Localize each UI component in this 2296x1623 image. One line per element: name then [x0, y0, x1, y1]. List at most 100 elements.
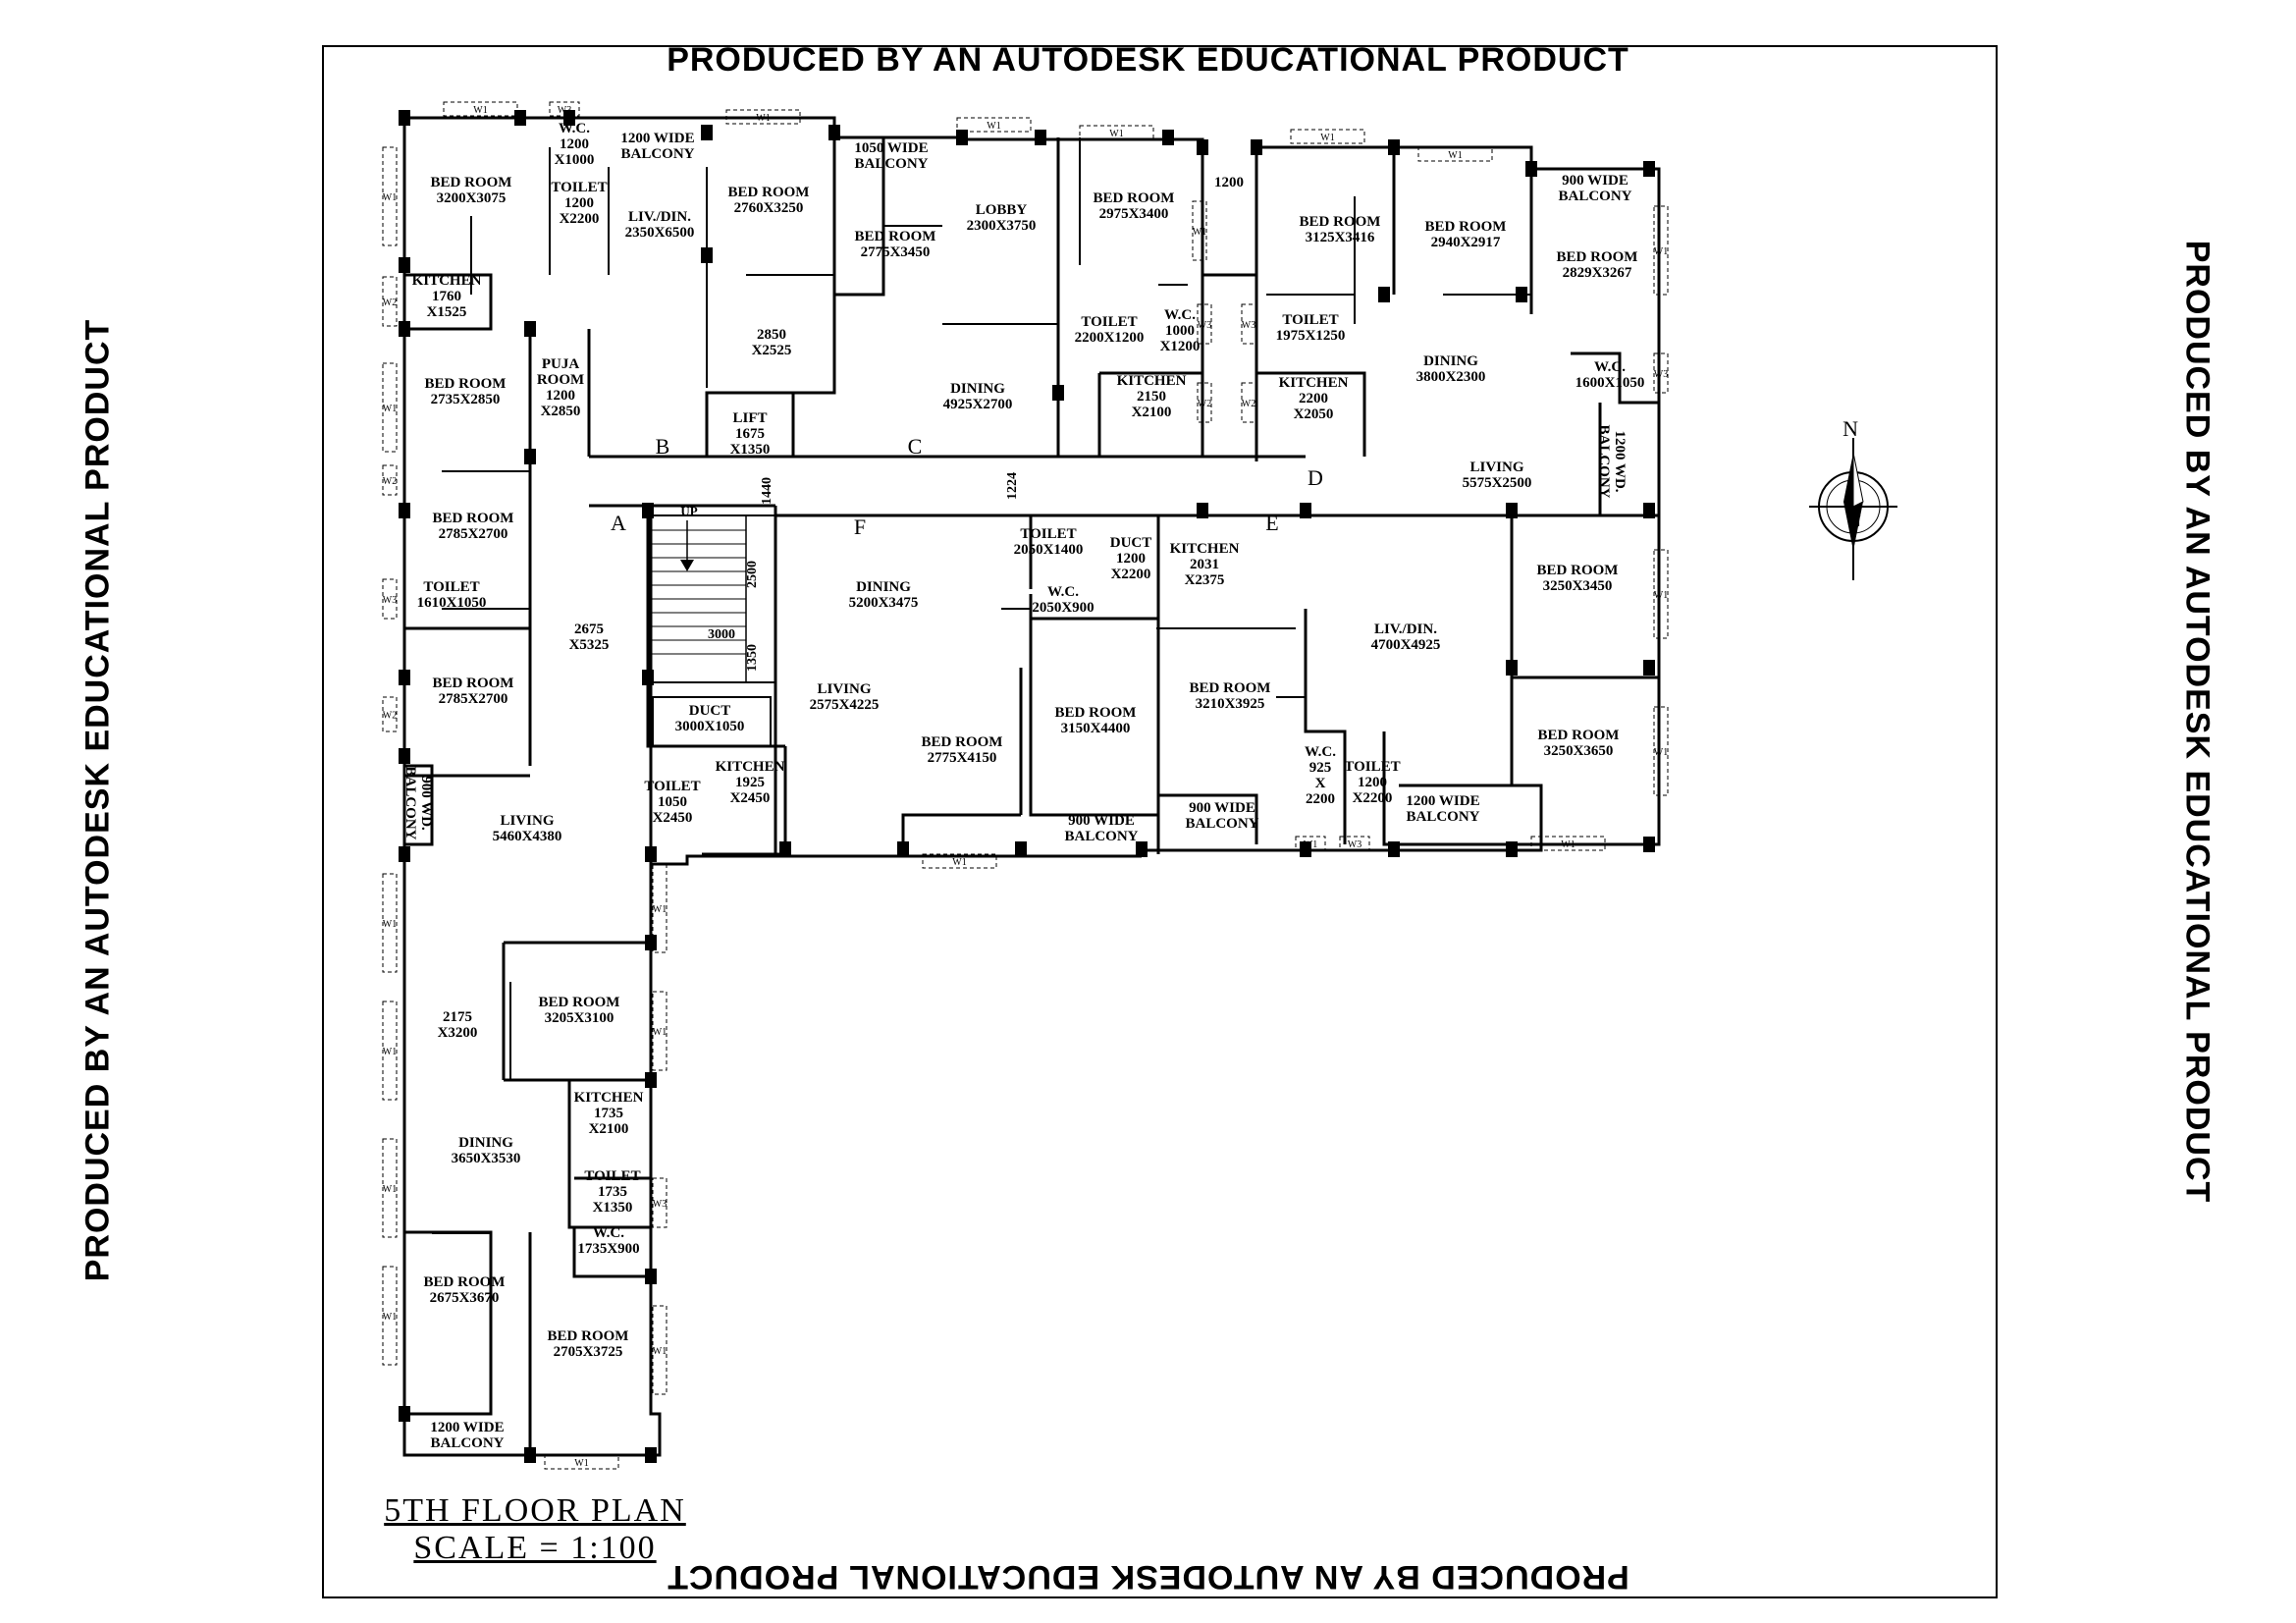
wall-29 — [572, 1227, 651, 1278]
window-outline-33 — [1241, 303, 1256, 345]
window-8: W1 — [382, 146, 398, 246]
window-outline-19 — [652, 991, 667, 1071]
window-tag-27: W1 — [1654, 747, 1668, 758]
room-label-line: X2100 — [1132, 405, 1172, 420]
column-18 — [399, 846, 410, 862]
window-3: W1 — [725, 109, 801, 125]
room-label-r27: W.C.1600X1050 — [1575, 359, 1645, 391]
window-tag-7: W1 — [1448, 150, 1462, 161]
window-outline-9 — [382, 276, 398, 327]
vertical-label-v2: 1200 WD.BALCONY — [1596, 424, 1628, 498]
room-label-line: X2200 — [1111, 567, 1151, 582]
partition-walls — [432, 137, 1531, 1234]
window-28: W1 — [1530, 836, 1606, 851]
room-label-line: 2760X3250 — [734, 200, 804, 216]
window-outline-24 — [1653, 205, 1669, 296]
room-label-line: 1200 WIDE — [430, 1420, 504, 1435]
column-3 — [563, 110, 575, 126]
room-label-line: TOILET — [1282, 312, 1338, 328]
room-label-line: 2829X3267 — [1563, 265, 1632, 281]
wall-14 — [1097, 371, 1204, 457]
room-label-line: 1760 — [432, 289, 461, 304]
wall-12 — [705, 137, 885, 459]
vertical-label-line: BALCONY — [1596, 424, 1612, 498]
room-label-line: DINING — [1423, 353, 1478, 369]
watermark-top: PRODUCED BY AN AUTODESK EDUCATIONAL PROD… — [667, 41, 1629, 79]
room-label-line: 2785X2700 — [439, 691, 508, 707]
window-outline-27 — [1653, 706, 1669, 796]
room-label-line: BED ROOM — [431, 175, 512, 190]
window-24: W1 — [1653, 205, 1669, 296]
room-label-line: 2850 — [757, 327, 786, 343]
room-label-line: 2735X2850 — [431, 392, 501, 407]
room-label-line: KITCHEN — [716, 759, 785, 775]
wall-20 — [1029, 619, 1160, 854]
north-arrow-needle-light — [1852, 452, 1864, 508]
room-label-line: W.C. — [559, 121, 590, 136]
room-label-line: BALCONY — [620, 146, 694, 162]
window-tag-21: W1 — [653, 1346, 667, 1357]
window-outline-13 — [382, 696, 398, 732]
room-label-line: 5575X2500 — [1463, 475, 1532, 491]
column-34 — [1506, 503, 1518, 518]
room-label-line: X2200 — [1353, 790, 1393, 806]
room-label-r39: LIV./DIN.4700X4925 — [1371, 622, 1441, 653]
dimension-1: 1440 — [760, 477, 774, 505]
room-label-line: DUCT — [689, 703, 731, 719]
room-label-line: X1000 — [555, 152, 595, 168]
room-label-line: KITCHEN — [412, 273, 482, 289]
room-label-line: 1200 WIDE — [620, 131, 694, 146]
window-outline-1 — [443, 101, 518, 117]
column-36 — [1506, 660, 1518, 676]
column-16 — [399, 670, 410, 685]
column-4 — [701, 125, 713, 140]
room-label-line: TOILET — [423, 579, 479, 595]
window-tag-29: W1 — [1304, 839, 1317, 850]
wall-9 — [404, 457, 532, 766]
grid-label-F: F — [854, 514, 866, 539]
window-tag-11: W2 — [383, 476, 397, 487]
column-33 — [1300, 503, 1311, 518]
window-tag-8: W1 — [383, 192, 397, 203]
column-25 — [897, 841, 909, 857]
room-label-line: BED ROOM — [1537, 563, 1619, 578]
room-label-line: BED ROOM — [539, 995, 620, 1010]
window-tag-19: W1 — [653, 1027, 667, 1038]
column-40 — [645, 1447, 657, 1463]
wall-15 — [1256, 371, 1366, 457]
partition-9 — [442, 470, 530, 610]
room-label-line: TOILET — [1081, 314, 1137, 330]
wall-7 — [528, 329, 777, 864]
plan-title: 5TH FLOOR PLAN — [384, 1492, 686, 1529]
column-13 — [399, 257, 410, 273]
room-label-line: X1350 — [730, 442, 771, 458]
room-label-line: 1200 WIDE — [1406, 793, 1479, 809]
window-outline-3 — [725, 109, 801, 125]
room-label-line: 2775X3450 — [861, 244, 931, 260]
room-label-line: X2525 — [752, 343, 792, 358]
room-label-line: 5200X3475 — [849, 595, 919, 611]
window-outline-2 — [549, 101, 580, 117]
room-label-line: 1675 — [735, 426, 765, 442]
column-1 — [399, 110, 410, 126]
window-22: W1 — [544, 1454, 619, 1470]
column-2 — [514, 110, 526, 126]
window-9: W2 — [382, 276, 398, 327]
